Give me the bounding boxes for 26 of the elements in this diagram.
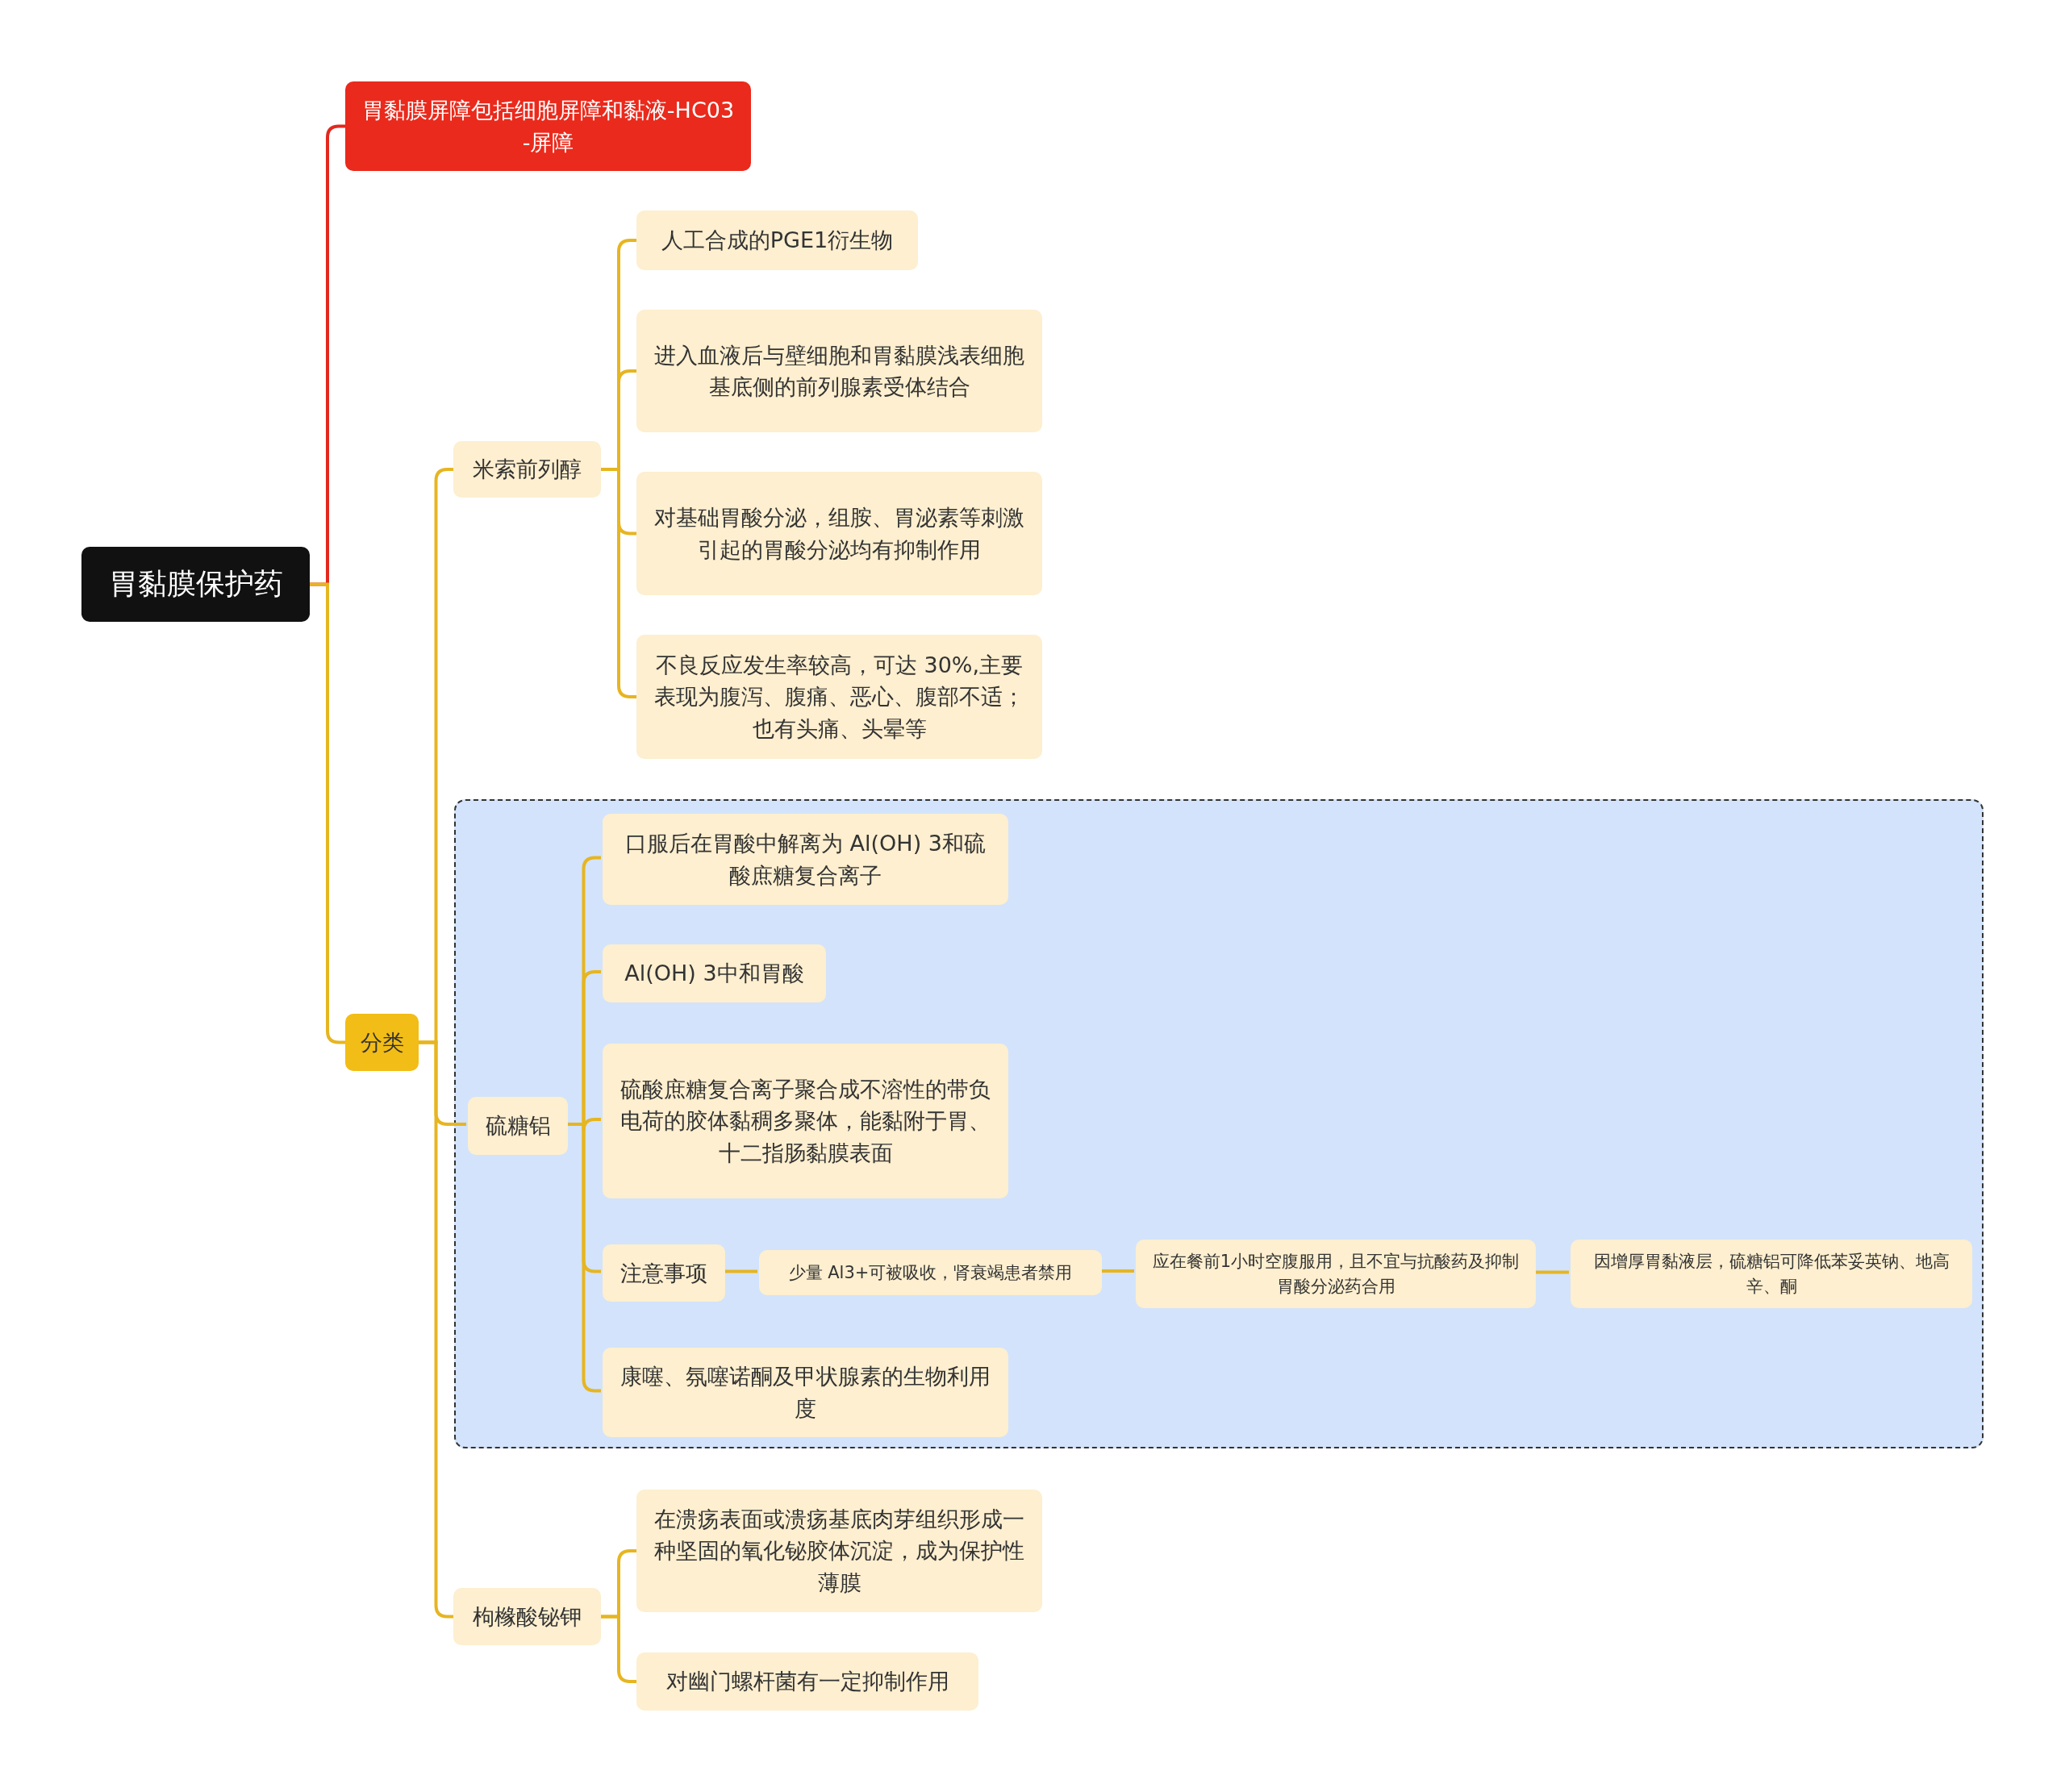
- branch-topic: 分类: [345, 1014, 419, 1071]
- topic-box: Al(OH) 3中和胃酸: [603, 944, 826, 1002]
- topic-box: 口服后在胃酸中解离为 Al(OH) 3和硫酸庶糖复合离子: [603, 814, 1008, 905]
- connector-line: [1534, 1270, 1569, 1274]
- topic-box: 硫糖铝: [468, 1097, 568, 1155]
- topic-box: 在溃疡表面或溃疡基底肉芽组织形成一种坚固的氧化铋胶体沉淀，成为保护性薄膜: [636, 1490, 1042, 1612]
- connector-line: [310, 582, 345, 1044]
- root-topic: 胃黏膜保护药: [81, 547, 310, 622]
- topic-box: 进入血液后与壁细胞和胃黏膜浅表细胞基底侧的前列腺素受体结合: [636, 310, 1042, 432]
- topic-box: 不良反应发生率较高，可达 30%,主要表现为腹泻、腹痛、恶心、腹部不适；也有头痛、头晕等: [636, 635, 1042, 759]
- topic-box: 康噻、氛噻诺酮及甲状腺素的生物利用度: [603, 1348, 1008, 1437]
- topic-box: 注意事项: [603, 1244, 725, 1302]
- boundary-frame: [454, 799, 1984, 1448]
- connector-line: [601, 1615, 636, 1683]
- topic-box: 应在餐前1小时空腹服用，且不宜与抗酸药及抑制胃酸分泌药合用: [1136, 1240, 1536, 1308]
- topic-box: 对基础胃酸分泌，组胺、胃泌素等刺激引起的胃酸分泌均有抑制作用: [636, 472, 1042, 595]
- connector-line: [724, 1269, 757, 1273]
- topic-box: 对幽门螺杆菌有一定抑制作用: [636, 1652, 978, 1711]
- topic-box: 因增厚胃黏液层，硫糖铝可降低苯妥英钠、地高辛、酮: [1571, 1240, 1972, 1308]
- note-box: 胃黏膜屏障包括细胞屏障和黏液-HC03 -屏障: [345, 81, 751, 171]
- topic-box: 硫酸庶糖复合离子聚合成不溶性的带负电荷的胶体黏稠多聚体，能黏附于胃、十二指肠黏膜表面: [603, 1044, 1008, 1198]
- topic-box: 米索前列醇: [453, 441, 601, 498]
- connector-line: [1100, 1269, 1134, 1273]
- topic-box: 少量 Al3+可被吸收，肾衰竭患者禁用: [759, 1250, 1102, 1295]
- topic-box: 人工合成的PGE1衍生物: [636, 210, 918, 270]
- topic-box: 枸橼酸铋钾: [453, 1588, 601, 1645]
